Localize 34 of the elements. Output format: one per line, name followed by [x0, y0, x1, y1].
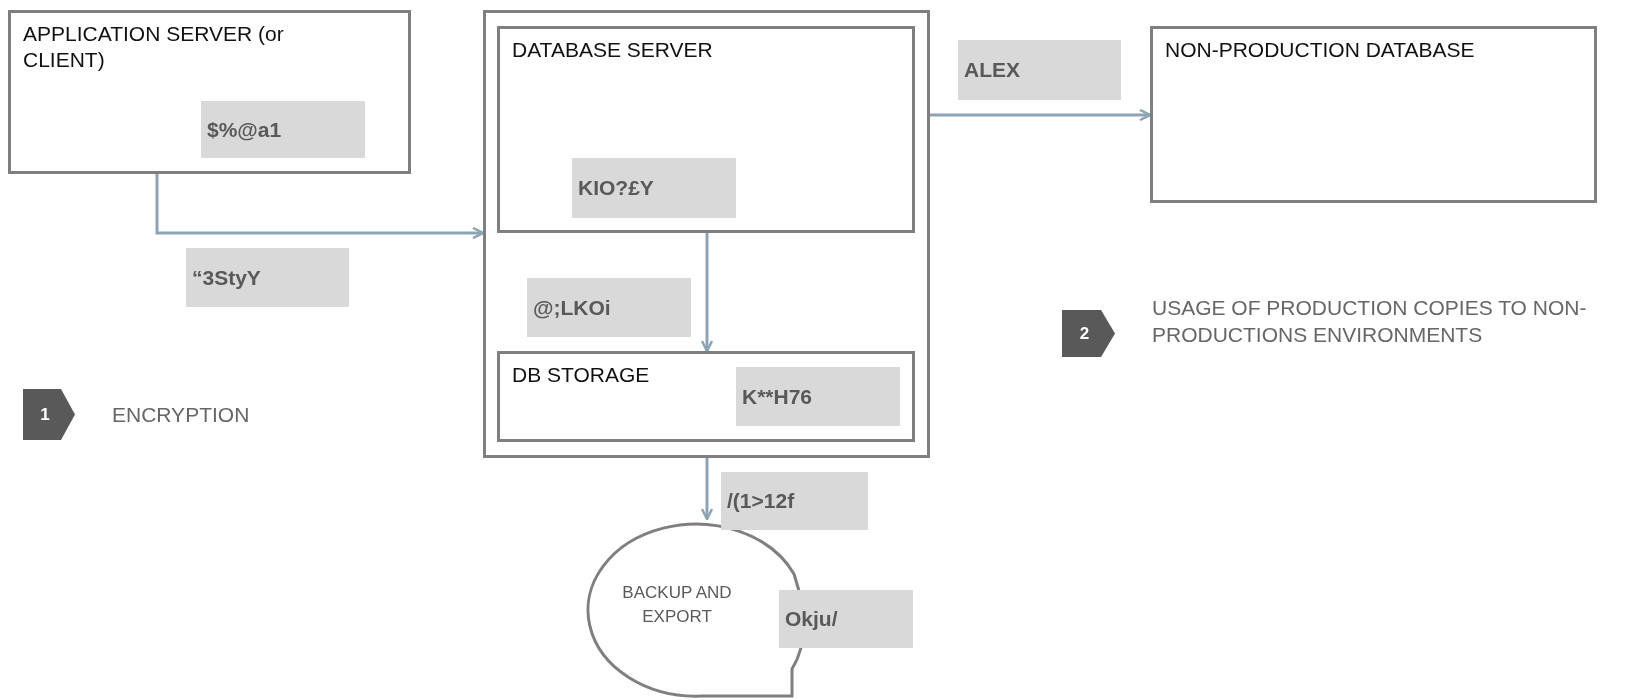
- db-storage-box: [497, 351, 915, 442]
- masked-text: ALEX: [964, 58, 1020, 82]
- masked-tag: [958, 40, 1121, 100]
- step-caption: USAGE OF PRODUCTION COPIES TO NON-PRODUCTIONS ENVIRONMENTS: [1152, 295, 1588, 349]
- arrow: [700, 233, 714, 353]
- box-title: DB STORAGE: [512, 362, 651, 388]
- arrow: [930, 108, 1152, 122]
- masked-text: “3StyY: [192, 265, 261, 290]
- box-title: APPLICATION SERVER (or CLIENT): [23, 21, 285, 74]
- step-caption: ENCRYPTION: [112, 402, 251, 428]
- masked-text: $%@a1: [207, 117, 282, 142]
- masked-tag: [736, 367, 900, 426]
- step-number: 2: [1078, 323, 1091, 344]
- arrow: [155, 174, 485, 240]
- node-text: BACKUP AND EXPORT: [621, 582, 733, 628]
- masked-tag: [572, 158, 736, 218]
- masked-text: /(1>12f: [727, 489, 795, 513]
- masked-text: Okju/: [785, 607, 838, 631]
- masked-tag: [201, 101, 365, 158]
- masked-text: KIO?£Y: [578, 176, 654, 200]
- container-box: [483, 10, 930, 458]
- masked-text: K**H76: [742, 384, 813, 409]
- box-title: DATABASE SERVER: [512, 37, 714, 63]
- masked-tag: [186, 248, 349, 307]
- masked-tag: [721, 472, 868, 530]
- masked-tag: [527, 278, 691, 337]
- masked-tag: [779, 590, 913, 648]
- application-server-box: [8, 10, 411, 174]
- masked-text: @;LKOi: [533, 295, 611, 320]
- step-number: 1: [39, 404, 51, 425]
- box-title: NON-PRODUCTION DATABASE: [1165, 37, 1476, 63]
- database-server-box: [497, 26, 915, 233]
- arrow: [700, 458, 714, 521]
- non-production-database-box: [1150, 26, 1597, 203]
